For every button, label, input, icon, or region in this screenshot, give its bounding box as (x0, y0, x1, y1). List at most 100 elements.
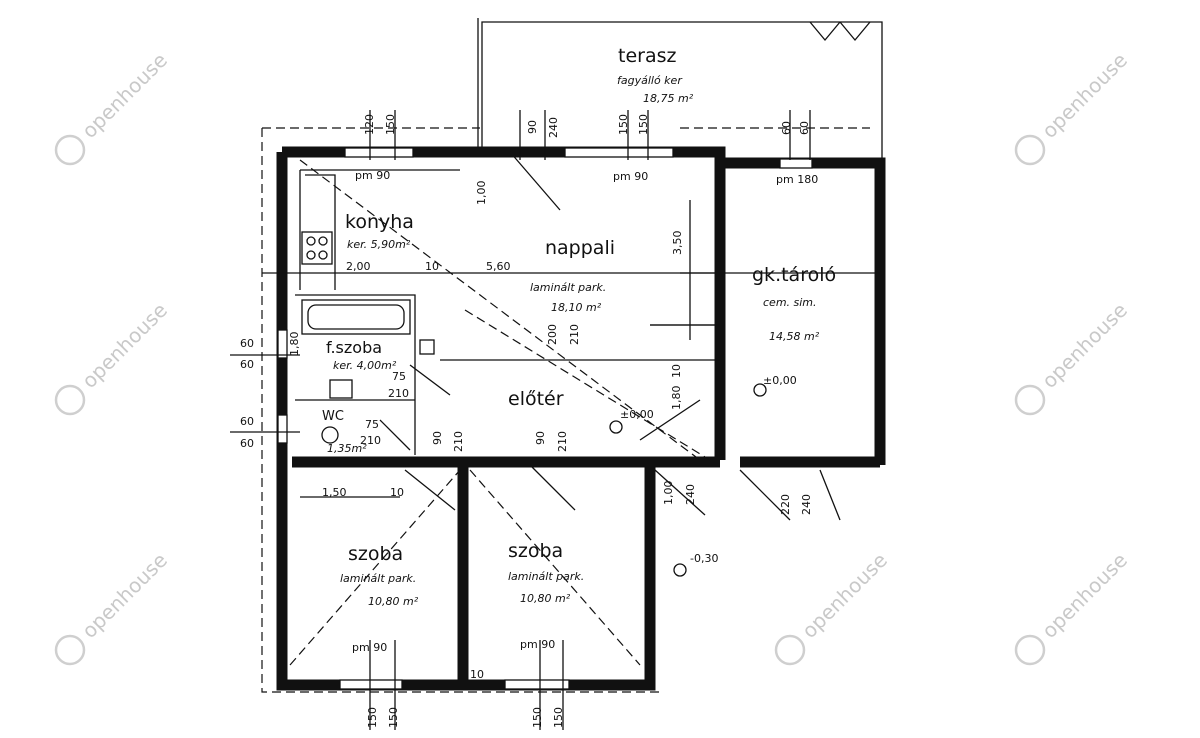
dimension-label: 75 (392, 370, 406, 383)
room-nappali: nappali laminált park. 18,10 m² (530, 237, 615, 314)
level-label: ±0,00 (763, 374, 797, 387)
room-floor-type: cem. sim. (763, 296, 817, 309)
watermark-logo-icon (774, 634, 806, 666)
room-name: WC (322, 409, 344, 424)
sink-icon (329, 379, 353, 399)
dimension-label: 240 (684, 484, 697, 505)
dimension-label: 210 (388, 387, 409, 400)
dimension-label: 150 (366, 707, 379, 728)
watermark-logo-icon (54, 384, 86, 416)
dimension-label: 1,80 (670, 386, 683, 411)
room-name: nappali (545, 237, 615, 259)
window-labels: pm 90 pm 90 pm 180 pm 90 pm 90 (352, 169, 818, 654)
watermark-text: openhouse (77, 298, 172, 393)
window-label: pm 180 (776, 173, 818, 186)
level-label: ±0,00 (620, 408, 654, 421)
dimension-label: 200 (546, 324, 559, 345)
room-szoba-right: szoba laminált park. 10,80 m² (508, 540, 584, 605)
dimension-label: 1,00 (662, 481, 675, 506)
watermark-text: openhouse (1037, 298, 1132, 393)
level-marker-icon (673, 563, 687, 577)
dimension-label: 120 (363, 114, 376, 135)
watermark-logo-icon (1014, 384, 1046, 416)
dimension-label: 210 (360, 434, 381, 447)
building-outline-dashed (261, 127, 870, 693)
level-marker-icon (609, 420, 623, 434)
room-area: 1,35m² (327, 442, 367, 455)
window-label: pm 90 (613, 170, 648, 183)
room-name: f.szoba (326, 338, 382, 357)
room-eloter: előtér (508, 388, 564, 410)
dimension-label: 150 (384, 114, 397, 135)
room-terasz: terasz fagyálló ker 18,75 m² (617, 45, 694, 105)
window-label: pm 90 (520, 638, 555, 651)
dimension-label: 75 (365, 418, 379, 431)
dimension-label: 150 (617, 114, 630, 135)
dimension-label: 90 (534, 431, 547, 445)
kitchen-fixtures (301, 231, 435, 444)
dimension-label: 60 (240, 437, 254, 450)
dimension-label: 1,50 (322, 486, 347, 499)
room-floor-type: fagyálló ker (617, 74, 683, 87)
bathtub-icon (301, 299, 411, 335)
watermark-logo-icon (54, 634, 86, 666)
room-area: ker. 5,90m² (347, 238, 411, 251)
dimension-label: 150 (637, 114, 650, 135)
dimension-label: 60 (240, 358, 254, 371)
toilet-icon (321, 426, 339, 444)
watermark-text: openhouse (797, 548, 892, 643)
dimension-label: 60 (240, 337, 254, 350)
room-wc: WC 1,35m² (322, 409, 367, 455)
dimension-label: 150 (531, 707, 544, 728)
room-area: ker. 4,00m² (333, 359, 397, 372)
level-markers (609, 383, 767, 577)
room-konyha: konyha ker. 5,90m² (345, 211, 414, 251)
level-label: -0,30 (690, 552, 718, 565)
level-marker-icon (753, 383, 767, 397)
room-area: 14,58 m² (769, 330, 820, 343)
room-area: 18,10 m² (551, 301, 602, 314)
room-name: terasz (618, 45, 676, 67)
room-area: 18,75 m² (643, 92, 694, 105)
dimension-label: 240 (547, 117, 560, 138)
dimension-label: 220 (779, 494, 792, 515)
dimension-label: 10 (425, 260, 439, 273)
dimension-label: 10 (470, 668, 484, 681)
terrace-outline (477, 18, 883, 160)
door-swings (379, 364, 841, 521)
room-name: szoba (348, 543, 403, 565)
dimension-label: 150 (552, 707, 565, 728)
dimension-label: 90 (431, 431, 444, 445)
dimension-label: 1,80 (288, 332, 301, 357)
watermark-logo-icon (1014, 134, 1046, 166)
dimension-lines (230, 110, 880, 730)
room-area: 10,80 m² (368, 595, 419, 608)
window-label: pm 90 (352, 641, 387, 654)
dimension-label: 210 (556, 431, 569, 452)
dimension-label: 1,00 (475, 181, 488, 206)
dimension-label: 150 (387, 707, 400, 728)
watermark-group: openhouse openhouse openhouse openhouse … (54, 48, 1132, 666)
dimension-label: 210 (568, 324, 581, 345)
dimension-label: 240 (800, 494, 813, 515)
room-garage: gk.tároló cem. sim. 14,58 m² (752, 264, 836, 343)
dimension-label: 10 (670, 364, 683, 378)
dimension-label: 90 (526, 120, 539, 134)
dimension-label: 2,00 (346, 260, 371, 273)
window-label: pm 90 (355, 169, 390, 182)
dimension-label: 210 (452, 431, 465, 452)
watermark-text: openhouse (1037, 48, 1132, 143)
room-fszoba: f.szoba ker. 4,00m² (326, 338, 397, 372)
dimension-label: 60 (780, 121, 793, 135)
dimension-label: 5,60 (486, 260, 511, 273)
dimension-labels: 120 150 90 240 150 150 60 60 1,00 3,50 2… (240, 114, 813, 728)
room-name: előtér (508, 388, 564, 410)
room-floor-type: laminált park. (508, 570, 584, 583)
dimension-label: 60 (240, 415, 254, 428)
room-name: gk.tároló (752, 264, 836, 286)
watermark-logo-icon (54, 134, 86, 166)
room-name: szoba (508, 540, 563, 562)
dimension-label: 3,50 (671, 231, 684, 256)
watermark-logo-icon (1014, 634, 1046, 666)
